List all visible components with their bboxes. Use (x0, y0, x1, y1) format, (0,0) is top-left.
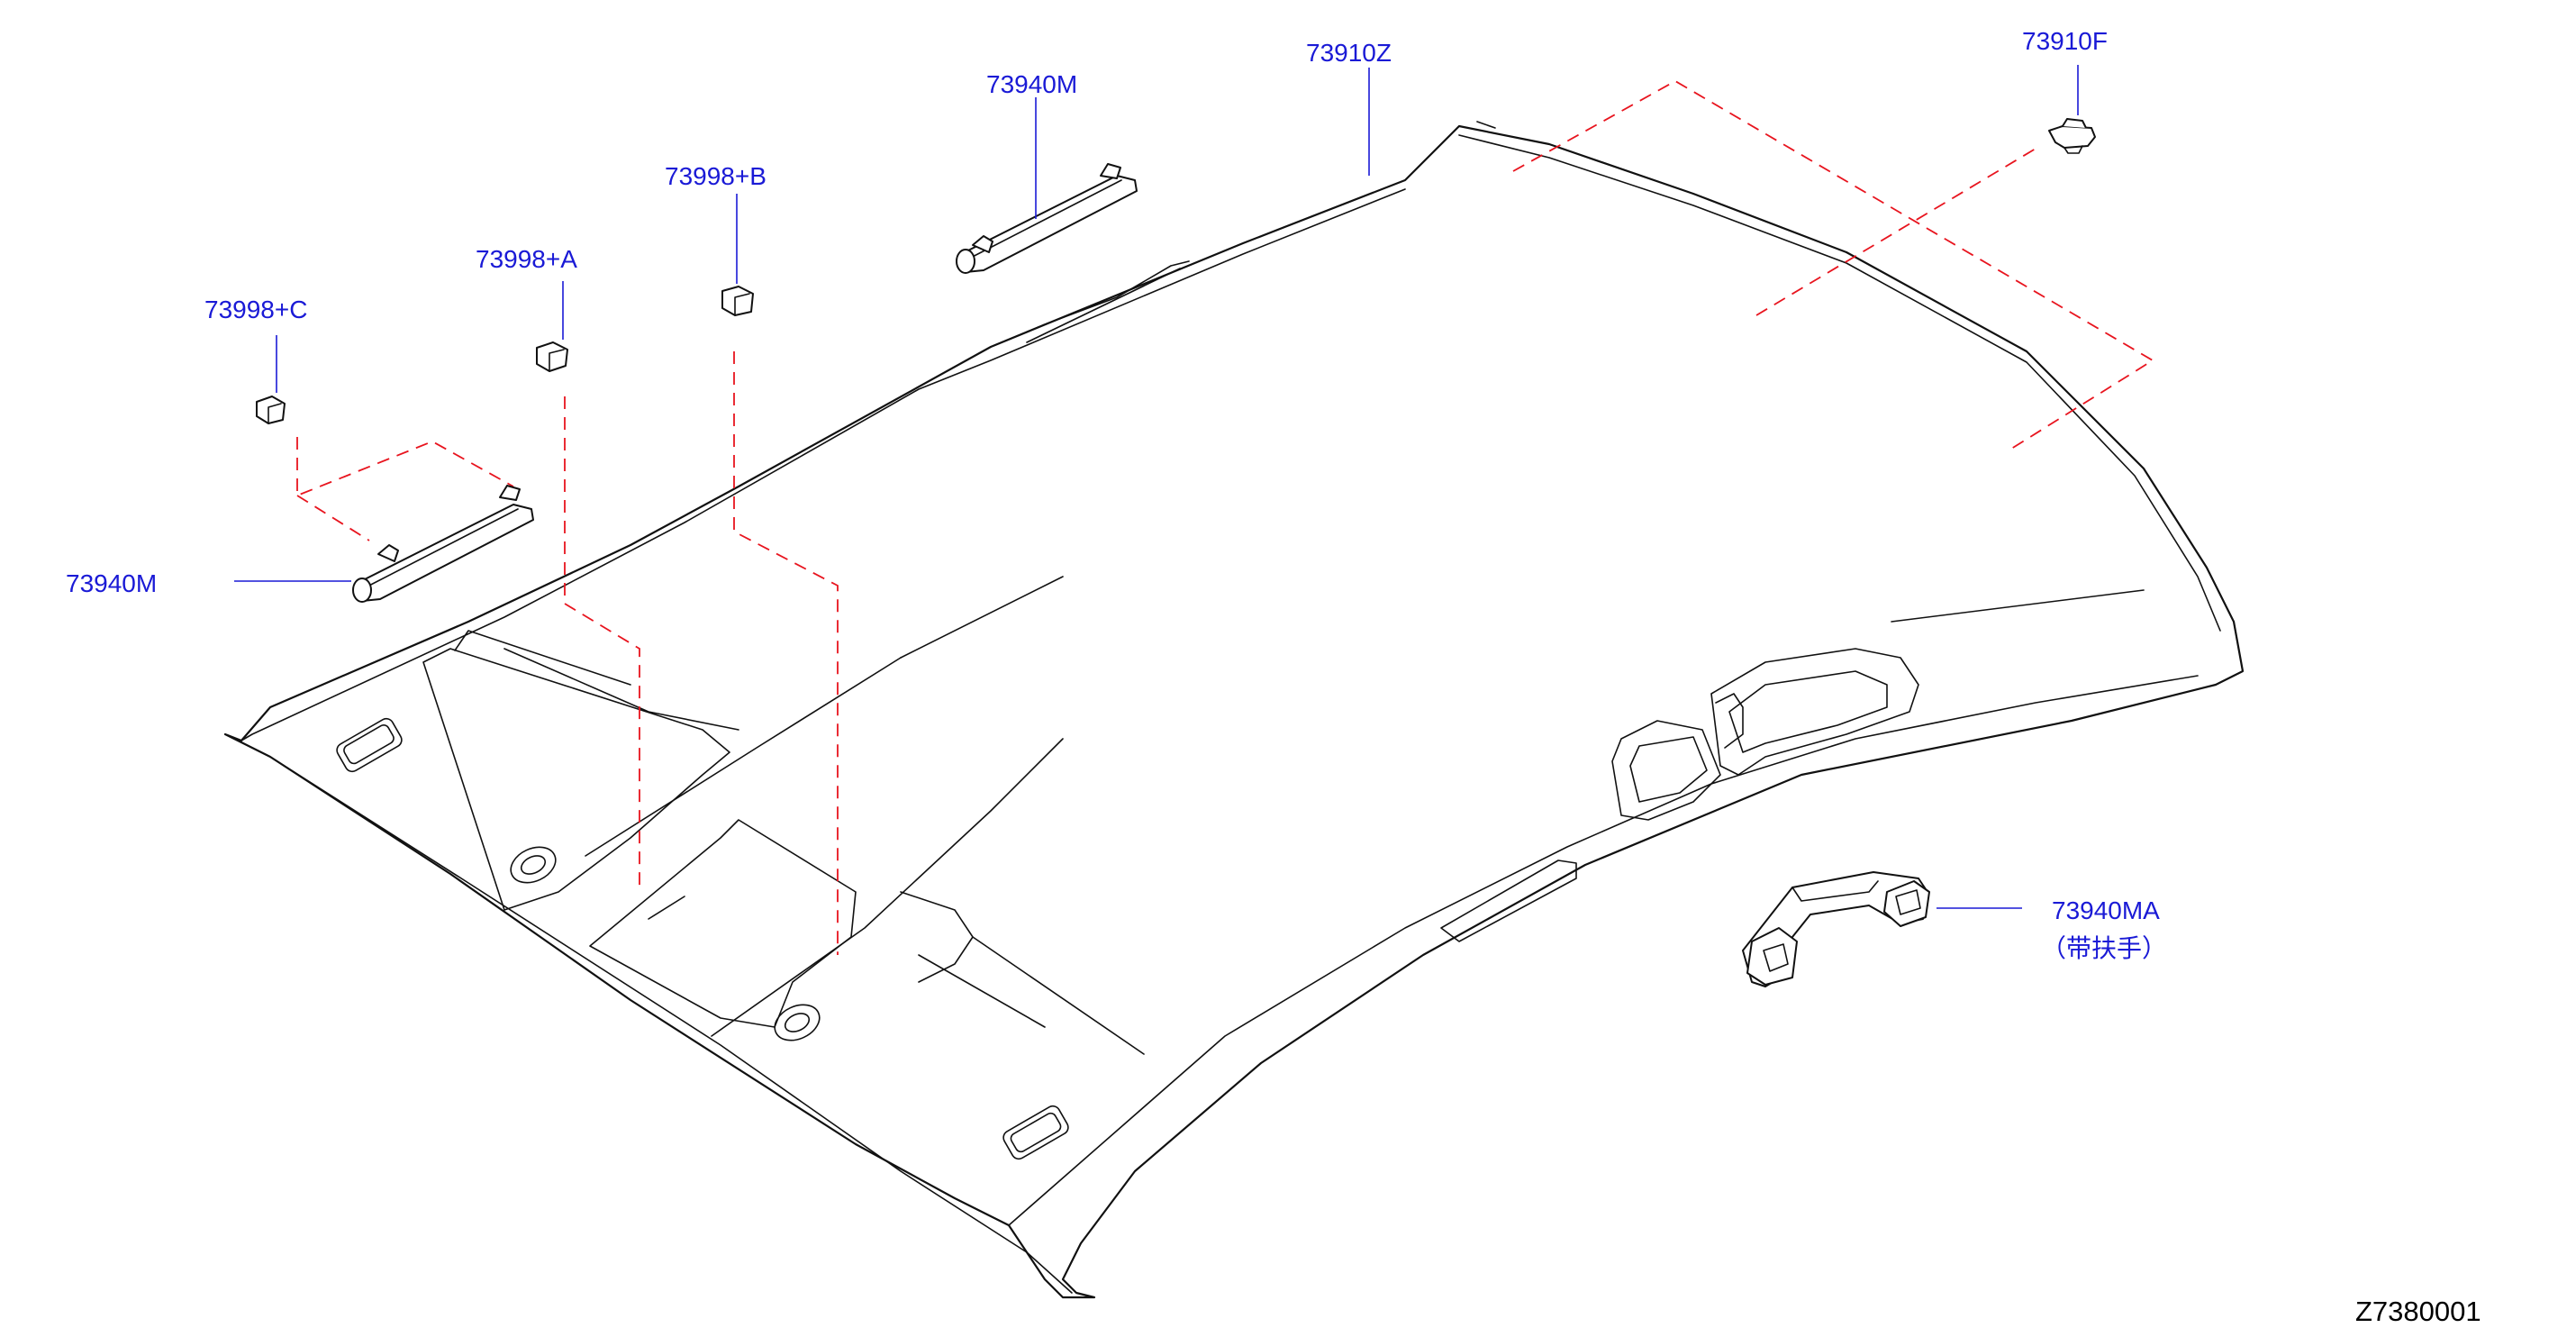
phantom-lines (296, 79, 2154, 955)
label-73910Z[interactable]: 73910Z (1306, 39, 1392, 67)
holder-73998C[interactable] (256, 396, 286, 424)
label-73940M-left[interactable]: 73940M (66, 569, 157, 597)
label-assist-grip-note: （带扶手） (2041, 934, 2167, 962)
clip-73910F[interactable] (2048, 118, 2096, 154)
label-73998C[interactable]: 73998+C (204, 296, 307, 323)
sunvisor-right[interactable] (956, 163, 1138, 274)
sunvisor-left[interactable] (352, 485, 534, 603)
label-73910F[interactable]: 73910F (2022, 27, 2108, 55)
holder-73998B[interactable] (721, 286, 754, 316)
label-73998A[interactable]: 73998+A (476, 245, 577, 273)
diagram-code: Z7380001 (2355, 1296, 2481, 1327)
label-73940M-right[interactable]: 73940M (986, 70, 1077, 98)
headlining-panel[interactable] (223, 121, 2245, 1299)
assist-grip[interactable] (1742, 871, 1930, 987)
holder-73998A[interactable] (536, 341, 568, 372)
leader-lines (234, 65, 2079, 909)
label-73940MA[interactable]: 73940MA (2052, 896, 2160, 924)
label-73998B[interactable]: 73998+B (665, 162, 766, 190)
